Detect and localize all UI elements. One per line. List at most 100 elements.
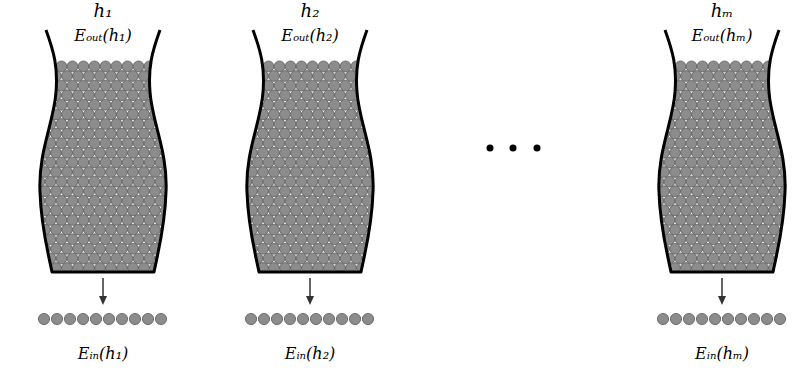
ball bbox=[758, 186, 769, 197]
ball bbox=[318, 234, 329, 245]
ball bbox=[735, 313, 746, 324]
ball bbox=[335, 109, 346, 120]
ball bbox=[291, 205, 302, 216]
ball bbox=[692, 186, 703, 197]
down-arrow bbox=[99, 278, 107, 305]
ball bbox=[346, 167, 357, 178]
ball bbox=[708, 61, 719, 72]
ball bbox=[774, 176, 785, 187]
ball bbox=[791, 109, 797, 120]
ball bbox=[648, 224, 659, 235]
ball bbox=[172, 147, 178, 158]
ball bbox=[346, 243, 357, 254]
ball bbox=[172, 243, 178, 254]
ball bbox=[329, 99, 340, 110]
ball bbox=[346, 128, 357, 139]
ball bbox=[368, 90, 379, 101]
ball bbox=[329, 138, 340, 149]
ball bbox=[78, 80, 89, 91]
bin-vase bbox=[28, 22, 178, 275]
ball bbox=[357, 205, 368, 216]
ball bbox=[791, 243, 797, 254]
ball bbox=[40, 90, 51, 101]
ball bbox=[307, 253, 318, 264]
ball bbox=[362, 176, 373, 187]
ball bbox=[166, 176, 177, 187]
ball bbox=[719, 138, 730, 149]
ball bbox=[648, 128, 659, 139]
ball bbox=[269, 167, 280, 178]
ball bbox=[34, 61, 45, 72]
ball bbox=[692, 167, 703, 178]
ball bbox=[357, 186, 368, 197]
ball bbox=[269, 109, 280, 120]
ball bbox=[379, 71, 385, 82]
ball bbox=[296, 119, 307, 130]
ball bbox=[307, 195, 318, 206]
ball bbox=[373, 61, 384, 72]
ball bbox=[313, 243, 324, 254]
in-error-label: Eᵢₙ(h₂) bbox=[240, 344, 380, 364]
ball bbox=[258, 243, 269, 254]
out-error-label: Eₒᵤₜ(hₘ) bbox=[647, 26, 797, 46]
ball bbox=[161, 71, 172, 82]
ball bbox=[747, 90, 758, 101]
ball bbox=[95, 224, 106, 235]
ball bbox=[73, 128, 84, 139]
ball bbox=[324, 90, 335, 101]
ball bbox=[686, 119, 697, 130]
ball bbox=[236, 109, 247, 120]
ball bbox=[681, 90, 692, 101]
ball bbox=[708, 99, 719, 110]
ball bbox=[313, 109, 324, 120]
ball bbox=[302, 167, 313, 178]
ball bbox=[758, 167, 769, 178]
ball bbox=[335, 90, 346, 101]
ball bbox=[741, 80, 752, 91]
ball bbox=[752, 157, 763, 168]
ball bbox=[675, 138, 686, 149]
ball bbox=[340, 138, 351, 149]
ball bbox=[747, 205, 758, 216]
ball bbox=[675, 234, 686, 245]
ball bbox=[100, 234, 111, 245]
ball bbox=[379, 224, 385, 235]
ball bbox=[271, 313, 282, 324]
ball bbox=[653, 61, 664, 72]
ball bbox=[166, 157, 177, 168]
ball bbox=[62, 205, 73, 216]
ball bbox=[56, 253, 67, 264]
ball bbox=[269, 128, 280, 139]
ball bbox=[368, 109, 379, 120]
ball bbox=[128, 224, 139, 235]
ball bbox=[708, 119, 719, 130]
ball bbox=[302, 109, 313, 120]
ball bbox=[67, 61, 78, 72]
ball bbox=[340, 157, 351, 168]
ball bbox=[84, 186, 95, 197]
ball bbox=[291, 128, 302, 139]
ball bbox=[703, 147, 714, 158]
ball bbox=[730, 253, 741, 264]
ball bbox=[247, 71, 258, 82]
ball bbox=[236, 167, 247, 178]
ball bbox=[51, 224, 62, 235]
ball bbox=[166, 234, 177, 245]
ball bbox=[785, 119, 796, 130]
ball bbox=[791, 147, 797, 158]
ball bbox=[318, 253, 329, 264]
ball bbox=[111, 99, 122, 110]
ball bbox=[144, 253, 155, 264]
ball bbox=[62, 243, 73, 254]
ball bbox=[297, 313, 308, 324]
ball bbox=[144, 119, 155, 130]
ball bbox=[302, 147, 313, 158]
ball bbox=[346, 147, 357, 158]
ball bbox=[324, 186, 335, 197]
ball bbox=[664, 157, 675, 168]
sample-balls bbox=[652, 308, 792, 330]
ball bbox=[351, 215, 362, 226]
ball bbox=[274, 138, 285, 149]
ball bbox=[172, 128, 178, 139]
ball bbox=[752, 253, 763, 264]
